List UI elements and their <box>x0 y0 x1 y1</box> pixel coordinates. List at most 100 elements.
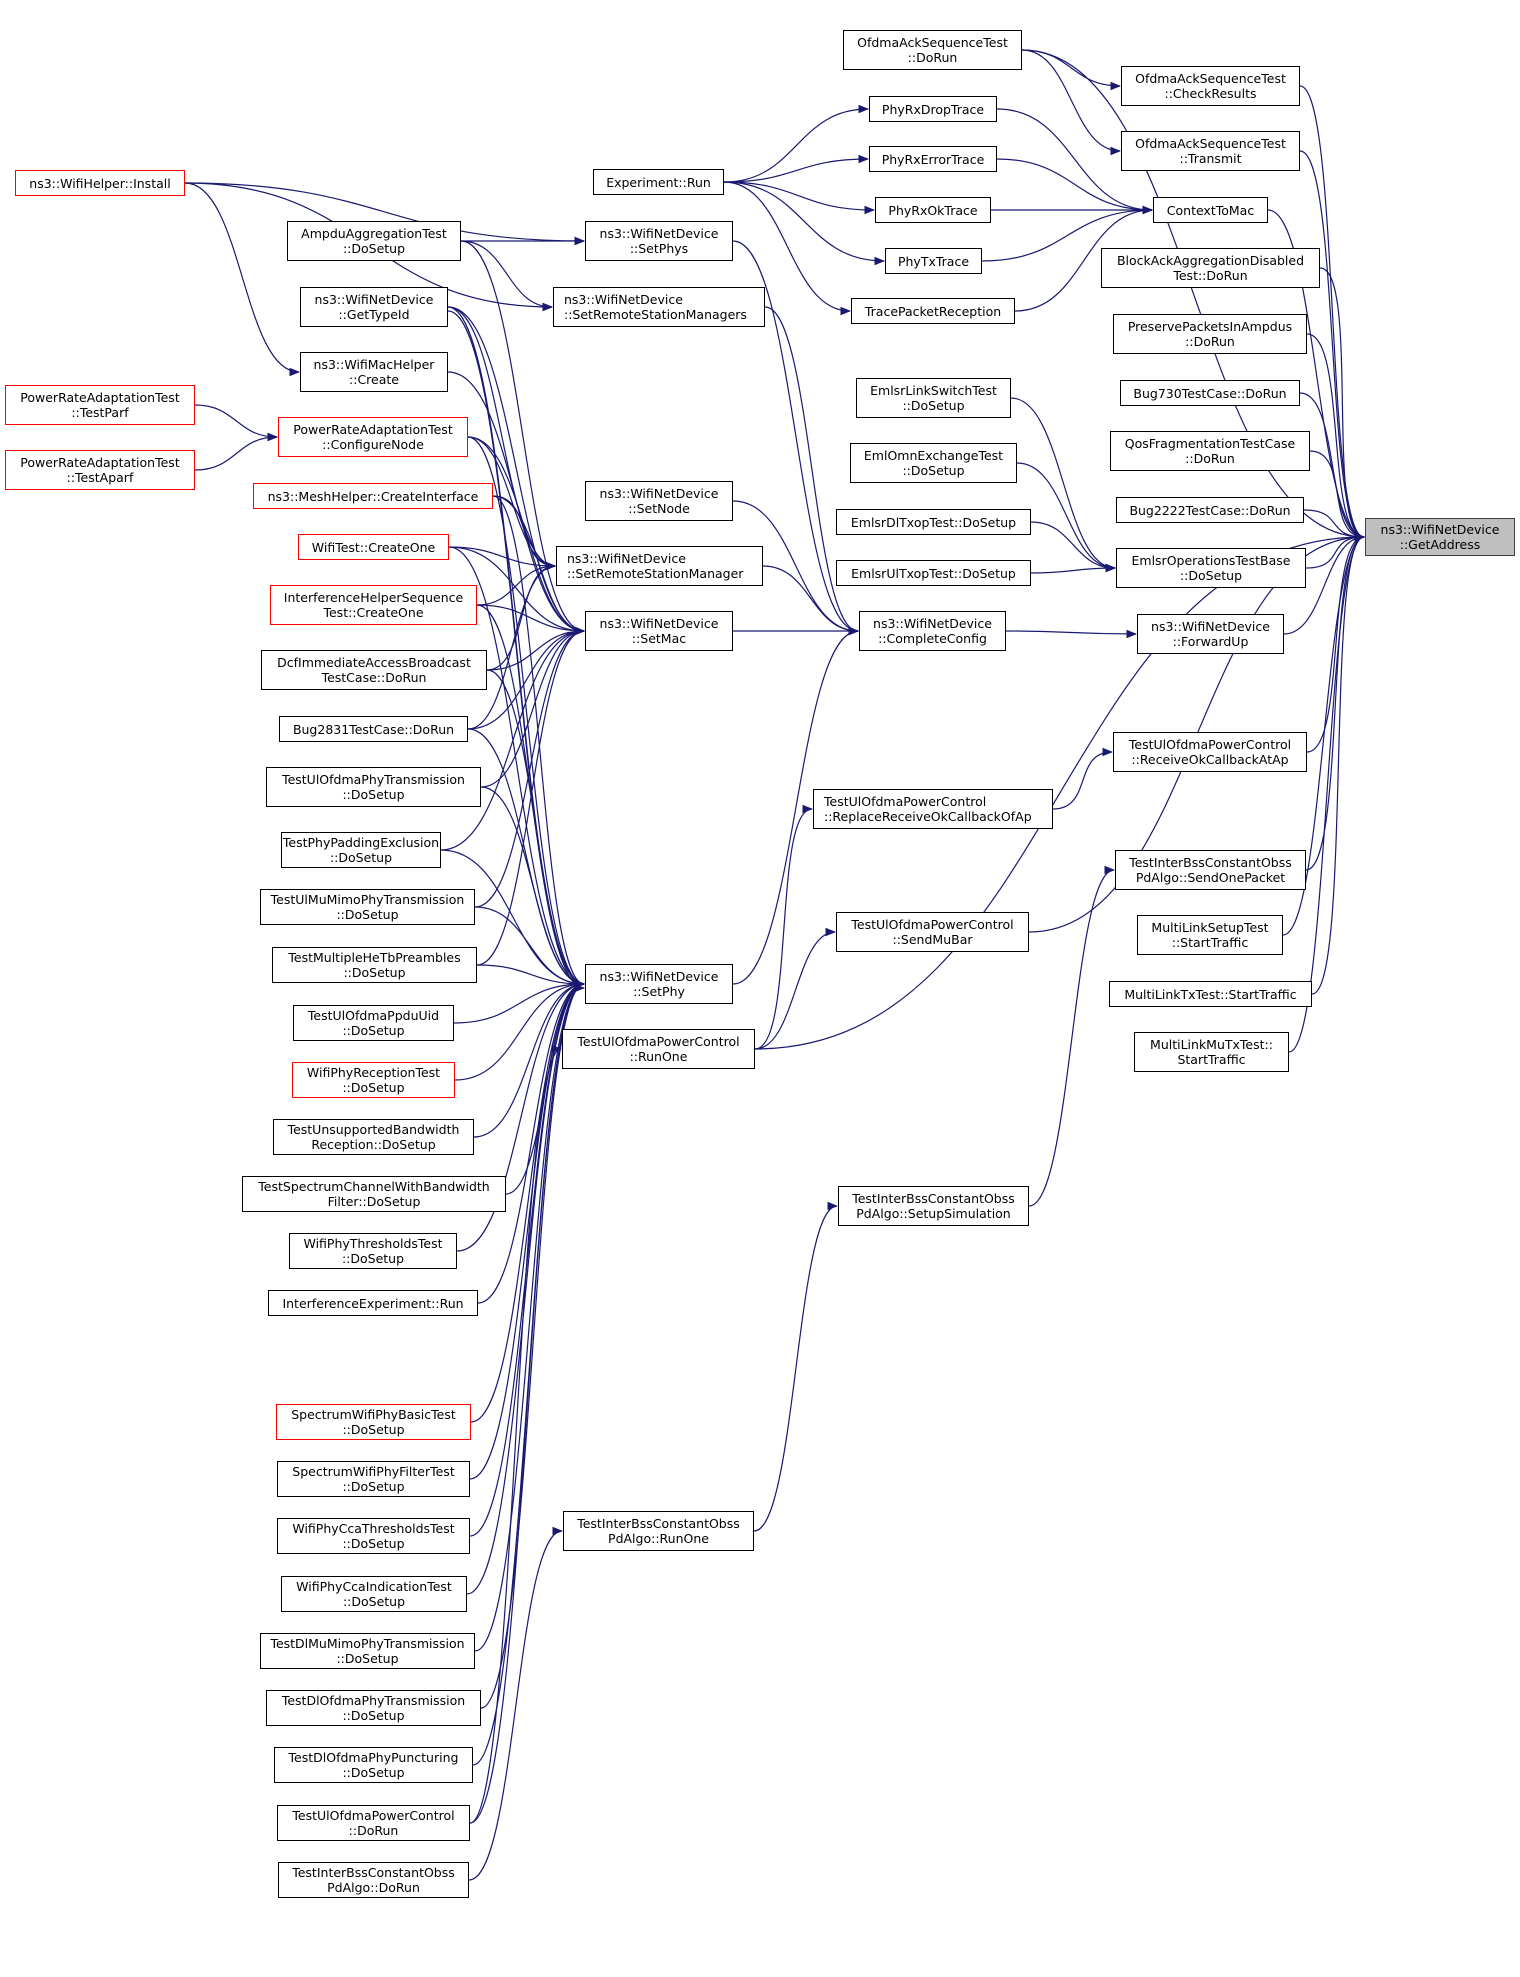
node-label-line: PdAlgo::DoRun <box>327 1880 420 1895</box>
node-tracepacketrx[interactable]: TracePacketReception <box>851 298 1015 324</box>
edge-meshhelper-createinterface-to-setmac <box>492 495 586 636</box>
node-label-line: PdAlgo::SendOnePacket <box>1135 870 1286 885</box>
node-tulpc-sendmubar[interactable]: TestUlOfdmaPowerControl::SendMuBar <box>836 912 1029 952</box>
node-label-line: PhyTxTrace <box>897 253 970 269</box>
node-tulmumimo[interactable]: TestUlMuMimoPhyTransmission::DoSetup <box>260 889 475 925</box>
node-label-line: TestUnsupportedBandwidth <box>287 1122 460 1137</box>
node-phyrxdrop[interactable]: PhyRxDropTrace <box>869 96 997 122</box>
node-label-line: ::DoSetup <box>342 1080 405 1095</box>
node-label-line: EmlsrUlTxopTest::DoSetup <box>851 565 1016 581</box>
node-phyrxok[interactable]: PhyRxOkTrace <box>875 197 991 223</box>
node-label-line: EmlsrOperationsTestBase <box>1131 553 1291 568</box>
node-label-line: SpectrumWifiPhyFilterTest <box>292 1464 455 1479</box>
node-spectrumbasic[interactable]: SpectrumWifiPhyBasicTest::DoSetup <box>276 1404 471 1440</box>
node-meshhelper-createinterface[interactable]: ns3::MeshHelper::CreateInterface <box>253 483 493 509</box>
node-tdlmumimo[interactable]: TestDlMuMimoPhyTransmission::DoSetup <box>260 1633 475 1669</box>
node-forwardup[interactable]: ns3::WifiNetDevice::ForwardUp <box>1137 614 1284 654</box>
node-emlsrdltxop[interactable]: EmlsrDlTxopTest::DoSetup <box>836 509 1031 535</box>
edge-preservepackets-to-getaddress <box>1306 333 1366 542</box>
node-pra-configurenode[interactable]: PowerRateAdaptationTest::ConfigureNode <box>278 417 468 457</box>
node-label-line: PreservePacketsInAmpdus <box>1127 319 1293 334</box>
node-tulofdmappduuid[interactable]: TestUlOfdmaPpduUid::DoSetup <box>293 1005 454 1041</box>
node-label-line: ns3::WifiNetDevice <box>599 226 719 241</box>
node-wifitest-createone[interactable]: WifiTest::CreateOne <box>298 534 449 560</box>
edge-dcf-dorun-to-setphy <box>486 669 586 989</box>
edge-completeconfig-to-forwardup <box>1005 629 1138 639</box>
node-tulpc-runone[interactable]: TestUlOfdmaPowerControl::RunOne <box>562 1029 755 1069</box>
edge-tdlofdmapunct-to-setphy <box>472 979 586 1766</box>
node-bug730[interactable]: Bug730TestCase::DoRun <box>1120 380 1300 406</box>
node-pra-testparf[interactable]: PowerRateAdaptationTest::TestParf <box>5 385 195 425</box>
node-preservepackets[interactable]: PreservePacketsInAmpdus::DoRun <box>1113 314 1307 354</box>
node-label-line: ::DoSetup <box>1179 568 1243 583</box>
node-label-line: ::SetRemoteStationManager <box>567 566 744 581</box>
edge-emlomn-to-emlsrops-dosetup <box>1016 462 1117 573</box>
node-wifihelper-install[interactable]: ns3::WifiHelper::Install <box>15 170 185 196</box>
node-interferenceexp-run[interactable]: InterferenceExperiment::Run <box>268 1290 478 1316</box>
node-emlomn[interactable]: EmlOmnExchangeTest::DoSetup <box>850 443 1017 483</box>
node-ampdu-dosetup[interactable]: AmpduAggregationTest::DoSetup <box>287 221 461 261</box>
node-tulpc-receiveok[interactable]: TestUlOfdmaPowerControl::ReceiveOkCallba… <box>1113 732 1307 772</box>
node-phyrxerror[interactable]: PhyRxErrorTrace <box>869 146 997 172</box>
node-label-line: MultiLinkTxTest::StartTraffic <box>1124 986 1297 1002</box>
edge-tulpc-dorun-to-setphy <box>469 979 586 1824</box>
node-tmultihetb[interactable]: TestMultipleHeTbPreambles::DoSetup <box>272 947 477 983</box>
node-ofdmaack-dorun[interactable]: OfdmaAckSequenceTest::DoRun <box>843 30 1022 70</box>
node-ccaindication[interactable]: WifiPhyCcaIndicationTest::DoSetup <box>281 1576 467 1612</box>
edge-ofdmaack-dorun-to-ofdmaack-transmit <box>1021 49 1122 156</box>
node-ofdmaack-checkresults[interactable]: OfdmaAckSequenceTest::CheckResults <box>1121 66 1300 106</box>
node-getaddress[interactable]: ns3::WifiNetDevice::GetAddress <box>1365 518 1515 556</box>
edge-experiment-run-to-phyrxok <box>723 181 876 215</box>
node-wifimachelper-create[interactable]: ns3::WifiMacHelper::Create <box>300 352 448 392</box>
node-emlsrultxop[interactable]: EmlsrUlTxopTest::DoSetup <box>836 560 1031 586</box>
node-tulofdmaphytx[interactable]: TestUlOfdmaPhyTransmission::DoSetup <box>266 767 481 807</box>
node-setphy[interactable]: ns3::WifiNetDevice::SetPhy <box>585 964 733 1004</box>
edge-wifitest-createone-to-setphy <box>448 546 586 989</box>
node-multilinksetup[interactable]: MultiLinkSetupTest::StartTraffic <box>1137 915 1283 955</box>
node-wifiphyreception[interactable]: WifiPhyReceptionTest::DoSetup <box>292 1062 455 1098</box>
node-tdlofdmaphytx[interactable]: TestDlOfdmaPhyTransmission::DoSetup <box>266 1690 481 1726</box>
node-tulpc-replace[interactable]: TestUlOfdmaPowerControl::ReplaceReceiveO… <box>813 789 1053 829</box>
node-emlsrlinkswitch[interactable]: EmlsrLinkSwitchTest::DoSetup <box>856 378 1011 418</box>
node-pra-testaparf[interactable]: PowerRateAdaptationTest::TestAparf <box>5 450 195 490</box>
node-emlsrops-dosetup[interactable]: EmlsrOperationsTestBase::DoSetup <box>1116 548 1306 588</box>
node-bug2831-dorun[interactable]: Bug2831TestCase::DoRun <box>279 716 468 742</box>
node-label-line: ::DoSetup <box>342 241 406 256</box>
node-gettypeid[interactable]: ns3::WifiNetDevice::GetTypeId <box>300 287 448 327</box>
edge-forwardup-to-getaddress <box>1283 532 1366 635</box>
node-label-line: ::DoRun <box>1185 451 1235 466</box>
node-contexttomac[interactable]: ContextToMac <box>1153 197 1268 223</box>
node-multilinktx[interactable]: MultiLinkTxTest::StartTraffic <box>1109 981 1312 1007</box>
edge-pra-testparf-to-pra-configurenode <box>194 404 279 442</box>
node-setnode[interactable]: ns3::WifiNetDevice::SetNode <box>585 481 733 521</box>
edge-ofdmaack-transmit-to-getaddress <box>1299 150 1366 542</box>
node-completeconfig[interactable]: ns3::WifiNetDevice::CompleteConfig <box>859 611 1006 651</box>
node-bug2222[interactable]: Bug2222TestCase::DoRun <box>1116 497 1304 523</box>
node-tdlofdmapunct[interactable]: TestDlOfdmaPhyPuncturing::DoSetup <box>274 1747 473 1783</box>
node-setmac[interactable]: ns3::WifiNetDevice::SetMac <box>585 611 733 651</box>
edge-ampdu-dosetup-to-setrsms <box>460 240 554 312</box>
node-wifiphythresholds[interactable]: WifiPhyThresholdsTest::DoSetup <box>289 1233 457 1269</box>
node-setphys[interactable]: ns3::WifiNetDevice::SetPhys <box>585 221 733 261</box>
node-qosfrag[interactable]: QosFragmentationTestCase::DoRun <box>1110 431 1310 471</box>
node-experiment-run[interactable]: Experiment::Run <box>593 169 724 195</box>
node-phytx[interactable]: PhyTxTrace <box>885 248 982 274</box>
node-multilinkmutx[interactable]: MultiLinkMuTxTest::StartTraffic <box>1134 1032 1289 1072</box>
node-tulpc-dorun[interactable]: TestUlOfdmaPowerControl::DoRun <box>277 1805 470 1841</box>
node-ofdmaack-transmit[interactable]: OfdmaAckSequenceTest::Transmit <box>1121 131 1300 171</box>
node-setrsms[interactable]: ns3::WifiNetDevice::SetRemoteStationMana… <box>553 287 765 327</box>
node-spectrumfilter[interactable]: SpectrumWifiPhyFilterTest::DoSetup <box>277 1461 470 1497</box>
edge-wifihelper-install-to-setphys <box>184 182 586 246</box>
node-tphypadding[interactable]: TestPhyPaddingExclusion::DoSetup <box>281 832 441 868</box>
node-setrsm[interactable]: ns3::WifiNetDevice::SetRemoteStationMana… <box>556 546 763 586</box>
node-ccathresholds[interactable]: WifiPhyCcaThresholdsTest::DoSetup <box>277 1518 470 1554</box>
